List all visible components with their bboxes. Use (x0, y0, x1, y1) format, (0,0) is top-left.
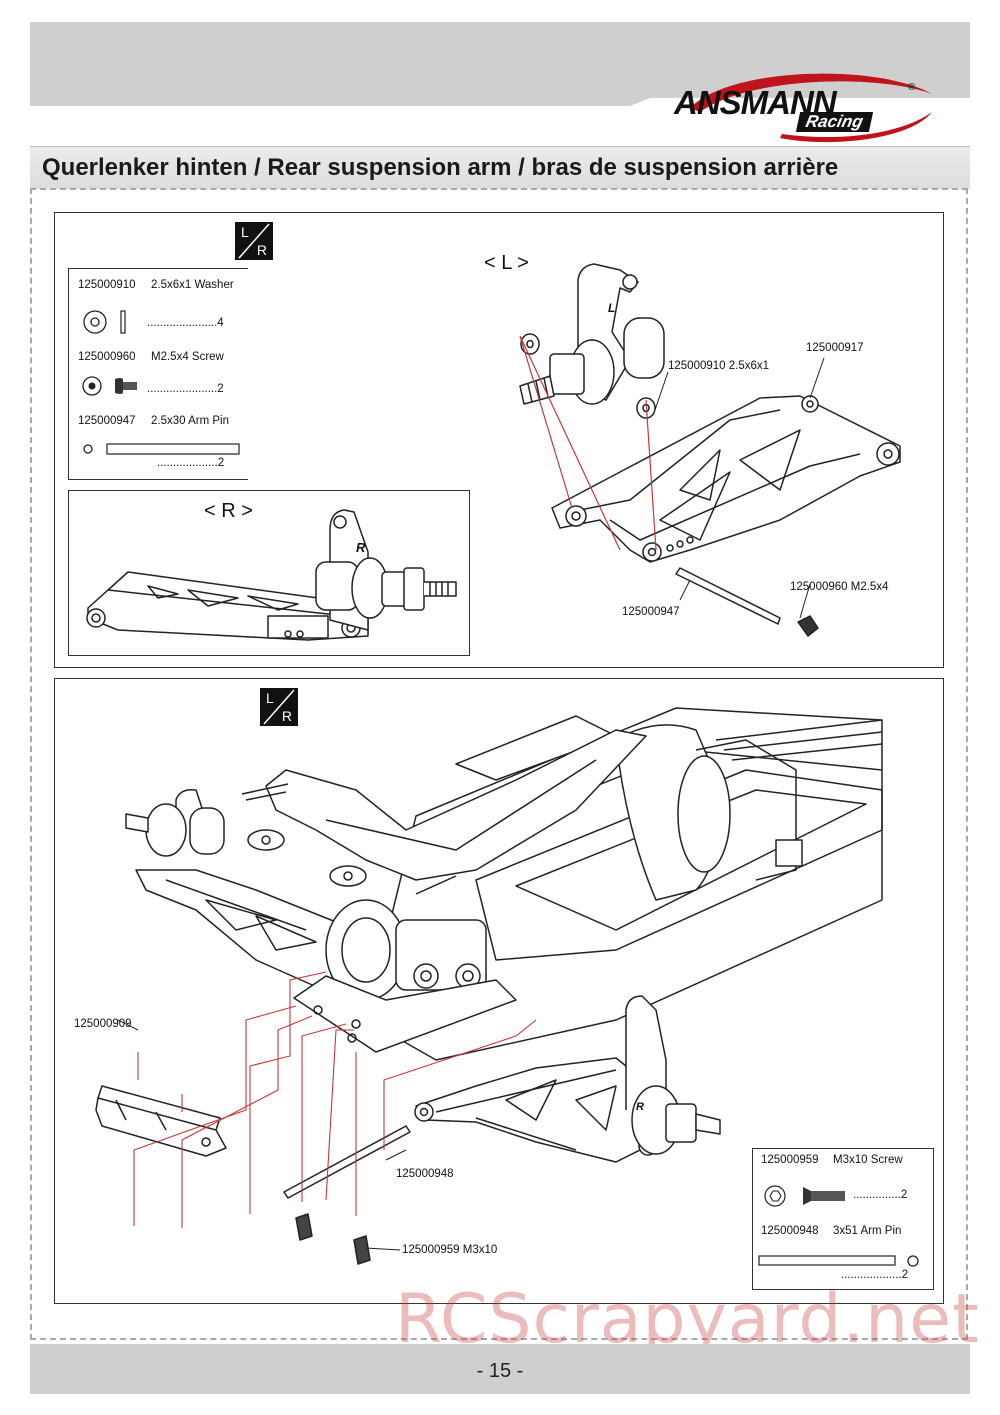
callout-pin: 125000947 (622, 606, 680, 618)
part-desc: M3x10 Screw (833, 1154, 903, 1166)
left-right-badge: L R (235, 222, 273, 260)
screw-icon (82, 376, 137, 396)
part-desc: M2.5x4 Screw (151, 351, 224, 363)
callout-washer: 125000910 2.5x6x1 (668, 360, 770, 372)
badge-right-letter: R (281, 708, 292, 724)
content-frame (30, 188, 968, 1340)
parts-list-top: 125000910 2.5x6x1 Washer ...............… (68, 268, 248, 480)
part-desc: 2.5x30 Arm Pin (151, 415, 229, 427)
footer-band (30, 1344, 970, 1394)
part-code: 125000947 (78, 415, 136, 427)
svg-text:R: R (636, 1101, 644, 1113)
part-code: 125000959 (761, 1154, 819, 1166)
chassis-assembly-drawing: R (95, 707, 883, 1265)
part-desc: 3x51 Arm Pin (833, 1225, 902, 1237)
part-qty: ......................2 (147, 383, 224, 395)
callout-arm: 125000917 (806, 342, 864, 354)
header-band-tail (30, 94, 970, 106)
badge-slash-icon (238, 223, 270, 259)
part-qty: ...................2 (157, 457, 225, 469)
screw-icon (764, 1185, 845, 1207)
page-title: Querlenker hinten / Rear suspension arm … (42, 154, 839, 181)
view-label-left: < L > (484, 252, 529, 274)
page-number: - 15 - (476, 1360, 524, 1382)
part-desc: 2.5x6x1 Washer (151, 279, 234, 291)
svg-text:L: L (608, 301, 615, 315)
badge-right-letter: R (256, 242, 267, 258)
part-qty: ...............2 (853, 1189, 908, 1201)
view-label-right: < R > (204, 500, 253, 522)
part-code: 125000948 (761, 1225, 819, 1237)
ansmann-racing-logo: ANSMANN ® Racing (670, 68, 940, 143)
part-code: 125000960 (78, 351, 136, 363)
arm-pin-icon (83, 443, 240, 455)
registered-mark: ® (908, 82, 916, 93)
svg-text:R: R (356, 540, 366, 555)
title-bar (30, 146, 970, 189)
callout-mount: 125000909 (74, 1018, 132, 1030)
logo-swoosh-icon (690, 73, 932, 143)
badge-left-letter: L (266, 690, 274, 706)
logo-racing-text: Racing (795, 112, 873, 132)
badge-slash-icon (263, 689, 295, 725)
washer-icon (83, 310, 126, 334)
part-code: 125000910 (78, 279, 136, 291)
part-qty: ...................2 (841, 1269, 909, 1281)
left-right-badge: L R (260, 688, 298, 726)
part-qty: ......................4 (147, 317, 224, 329)
callout-pin: 125000948 (396, 1168, 454, 1180)
parts-list-bottom: 125000959 M3x10 Screw ...............2 1… (752, 1148, 934, 1290)
arm-pin-icon (758, 1255, 919, 1267)
badge-left-letter: L (241, 224, 249, 240)
left-arm-exploded-drawing: L (519, 263, 901, 637)
callout-screw: 125000959 M3x10 (402, 1244, 498, 1256)
callout-screw: 125000960 M2.5x4 (790, 581, 889, 593)
right-arm-drawing: R (86, 509, 457, 641)
